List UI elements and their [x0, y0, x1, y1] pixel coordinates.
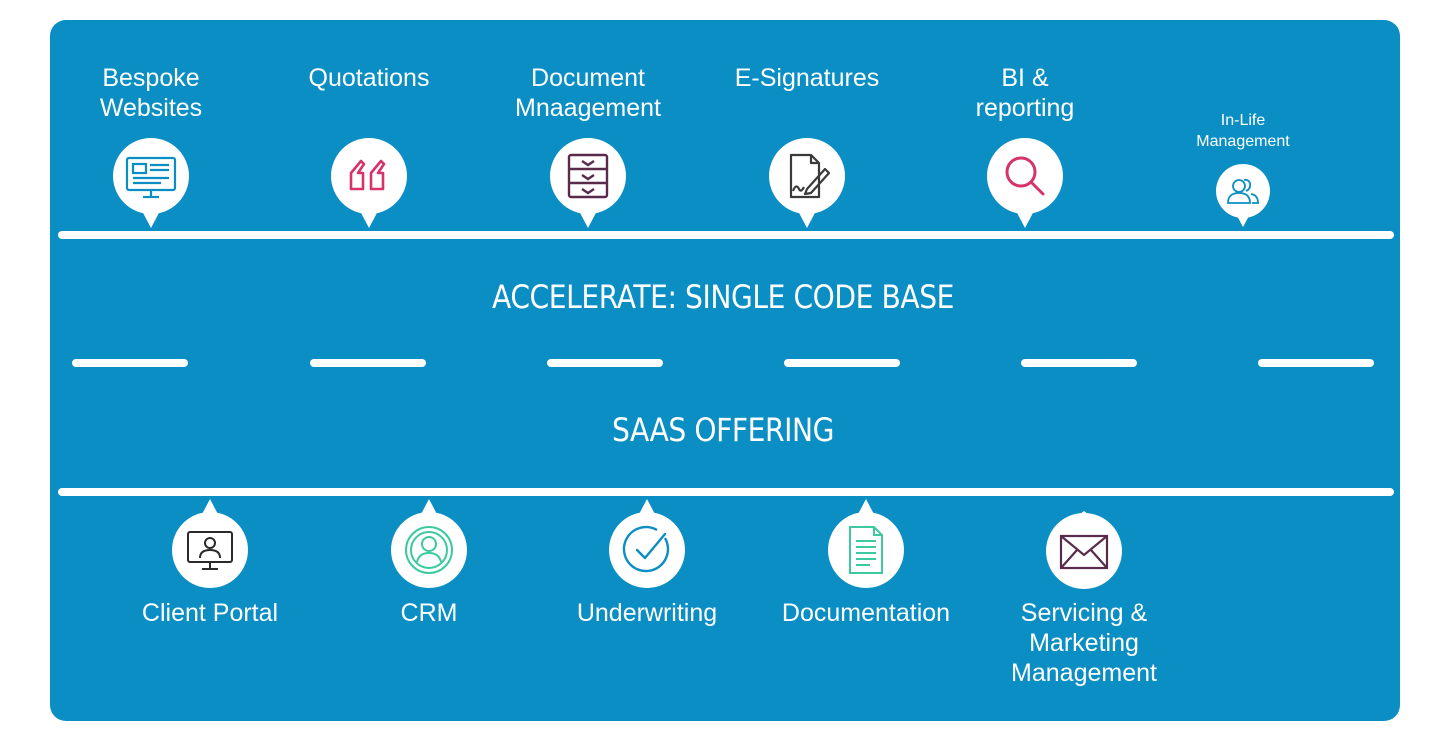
dash-segment	[784, 359, 900, 367]
dash-segment	[1258, 359, 1374, 367]
bubble-quotations	[329, 137, 409, 229]
accelerate-layer-title: ACCELERATE: SINGLE CODE BASE	[492, 278, 954, 316]
signature-document-icon	[789, 153, 831, 199]
feature-label-client-portal: Client Portal	[141, 599, 279, 627]
bottom-divider-line	[58, 488, 1394, 496]
feature-label-bi-reporting: BI & reporting	[975, 64, 1075, 122]
dash-segment	[1021, 359, 1137, 367]
bubble-bi-reporting	[985, 137, 1065, 229]
feature-label-e-signatures: E-Signatures	[734, 64, 880, 92]
feature-label-in-life-management: In-Life Management	[1196, 112, 1290, 150]
feature-label-underwriting: Underwriting	[576, 599, 718, 627]
bubble-underwriting	[607, 498, 687, 590]
user-circle-icon	[405, 526, 453, 574]
dash-segment	[72, 359, 188, 367]
feature-label-quotations: Quotations	[308, 64, 430, 92]
feature-label-documentation: Documentation	[781, 599, 951, 627]
bubble-document-management	[548, 137, 628, 229]
bubble-client-portal	[170, 498, 250, 590]
bubble-e-signatures	[767, 137, 847, 229]
filing-cabinet-icon	[567, 153, 609, 199]
document-lines-icon	[849, 526, 883, 574]
magnifier-icon	[1005, 156, 1045, 196]
feature-label-document-management: Document Mnaagement	[515, 64, 661, 122]
users-icon	[1227, 178, 1259, 204]
feature-label-servicing-marketing: Servicing & Marketing Management	[1011, 599, 1157, 687]
diagram-panel	[50, 20, 1400, 721]
envelope-icon	[1059, 534, 1109, 570]
checkmark-circle-icon	[622, 525, 670, 573]
bubble-bespoke-websites	[111, 137, 191, 229]
bubble-servicing-marketing	[1044, 511, 1124, 603]
user-monitor-icon	[187, 531, 233, 570]
saas-layer-title: SAAS OFFERING	[612, 411, 834, 449]
bubble-in-life-management	[1215, 163, 1271, 229]
monitor-icon	[125, 156, 177, 199]
top-divider-line	[58, 231, 1394, 239]
feature-label-crm: CRM	[400, 599, 458, 627]
quote-icon	[349, 159, 386, 191]
bubble-documentation	[826, 498, 906, 590]
dash-segment	[310, 359, 426, 367]
feature-label-bespoke-websites: Bespoke Websites	[99, 64, 203, 122]
dash-segment	[547, 359, 663, 367]
bubble-crm	[389, 498, 469, 590]
